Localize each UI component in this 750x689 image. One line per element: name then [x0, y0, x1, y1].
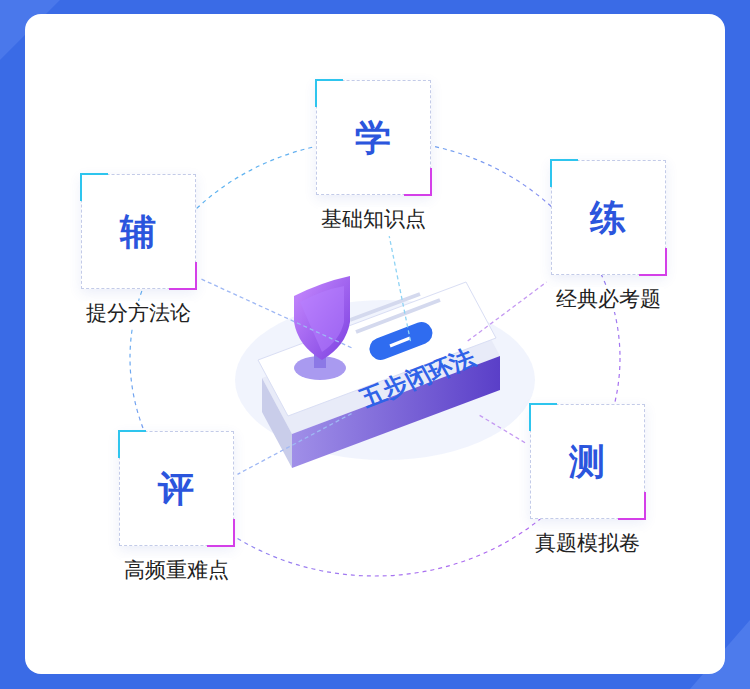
step-box: 练 [551, 160, 666, 275]
dashed-connector [200, 278, 352, 348]
step-box: 辅 [81, 174, 196, 289]
step-char: 练 [590, 200, 626, 236]
step-char: 学 [355, 120, 391, 156]
step-box: 学 [316, 80, 431, 195]
center-illustration [235, 276, 535, 468]
step-char: 评 [158, 471, 194, 507]
dashed-connector [238, 414, 352, 475]
step-caption: 高频重难点 [121, 558, 232, 583]
dashed-connector [468, 282, 547, 341]
step-caption: 经典必考题 [553, 287, 664, 312]
card-title: 五步闭环法 [356, 345, 481, 411]
step-char: 辅 [120, 214, 156, 250]
step-node: 练经典必考题 [551, 160, 666, 312]
step-node: 评高频重难点 [119, 431, 234, 583]
dashed-connector [480, 415, 526, 443]
step-caption: 基础知识点 [318, 207, 429, 232]
step-char: 测 [569, 444, 605, 480]
step-node: 辅提分方法论 [81, 174, 196, 326]
step-box: 评 [119, 431, 234, 546]
step-caption: 真题模拟卷 [532, 531, 643, 556]
step-node: 测真题模拟卷 [530, 404, 645, 556]
method-card: 五步闭环法 [356, 345, 481, 411]
white-card [25, 14, 725, 674]
step-node: 学基础知识点 [316, 80, 431, 232]
step-box: 测 [530, 404, 645, 519]
step-caption: 提分方法论 [83, 301, 194, 326]
dashed-connector [389, 236, 410, 341]
